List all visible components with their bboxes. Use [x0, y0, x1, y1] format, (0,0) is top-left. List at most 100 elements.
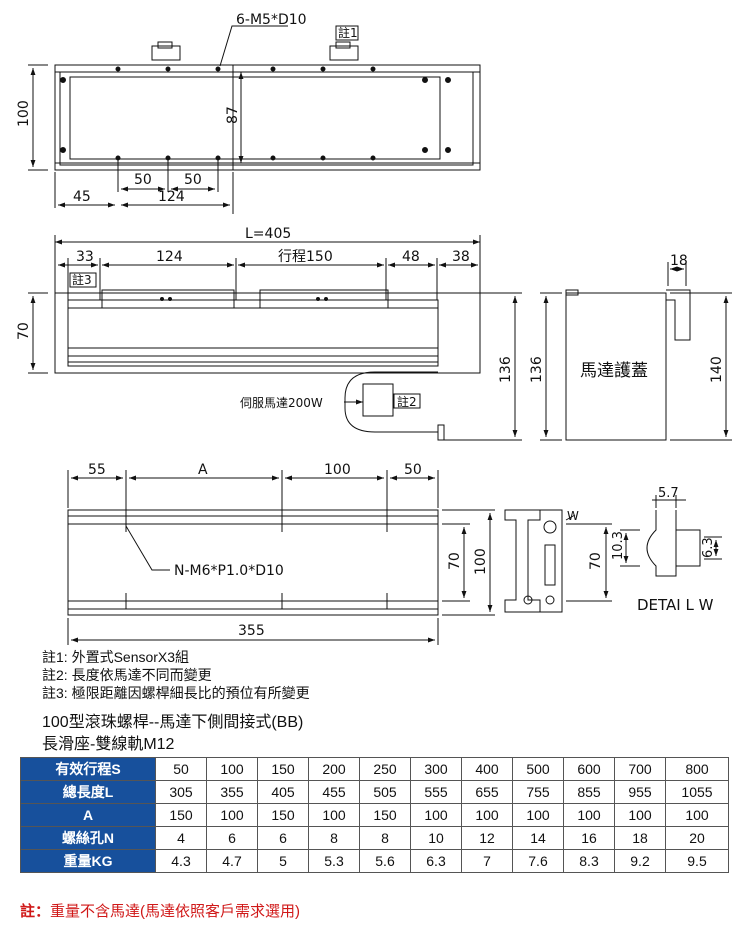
side-motor-height-dim: 136: [498, 356, 514, 383]
spec-cell: 355: [206, 780, 258, 804]
top-inner-height-dim: 87: [225, 106, 241, 124]
subtitle-variant: 長滑座-雙線軌M12: [42, 736, 175, 753]
side-total-length: L=405: [245, 226, 291, 242]
note-3: 註3: 極限距離因螺桿細長比的預位有所變更: [42, 685, 310, 701]
spec-cell: 12: [461, 826, 513, 850]
spec-cell: 150: [155, 803, 207, 827]
spec-cell: 20: [665, 826, 729, 850]
spec-cell: 4: [155, 826, 207, 850]
spec-cell: 8: [359, 826, 411, 850]
end-view: [540, 262, 732, 441]
spec-cell: 755: [512, 780, 564, 804]
notes: 註1: 外置式SensorX3組 註2: 長度依馬達不同而變更 註3: 極限距離…: [42, 648, 310, 702]
spec-row-header: 有效行程S: [20, 757, 156, 781]
spec-cell: 100: [410, 803, 462, 827]
spec-cell: 600: [563, 757, 615, 781]
spec-cell: 7.6: [512, 849, 564, 873]
side-note-tag: 註3: [72, 273, 92, 287]
top-offset: 45: [73, 189, 91, 205]
spec-cell: 1055: [665, 780, 729, 804]
spec-cell: 8: [308, 826, 360, 850]
spec-cell: 14: [512, 826, 564, 850]
motor-label: 伺服馬達200W: [240, 396, 323, 410]
note-1: 註1: 外置式SensorX3組: [42, 649, 190, 665]
top-view: [28, 25, 481, 214]
bottom-hole-callout: N-M6*P1.0*D10: [174, 563, 284, 579]
spec-cell: 18: [614, 826, 666, 850]
end-top-width: 18: [670, 253, 688, 269]
spec-cell: 700: [614, 757, 666, 781]
spec-cell: 300: [410, 757, 462, 781]
spec-cell: 8.3: [563, 849, 615, 873]
spec-cell: 100: [665, 803, 729, 827]
spec-cell: 5: [257, 849, 309, 873]
spec-cell: 4.7: [206, 849, 258, 873]
detail-view: [620, 495, 722, 577]
spec-cell: 455: [308, 780, 360, 804]
spec-cell: 5.6: [359, 849, 411, 873]
side-view: [28, 235, 522, 441]
bottom-length: 355: [238, 623, 265, 639]
spec-cell: 7: [461, 849, 513, 873]
spec-cell: 400: [461, 757, 513, 781]
spec-cell: 150: [359, 803, 411, 827]
top-pitch-2: 50: [184, 172, 202, 188]
footnote: 註：重量不含馬達(馬達依照客戶需求選用): [20, 900, 300, 921]
top-height-dim: 100: [16, 100, 32, 127]
profile-view: [504, 509, 612, 613]
spec-cell: 100: [206, 803, 258, 827]
spec-cell: 150: [257, 803, 309, 827]
top-note-tag: 註1: [338, 26, 358, 40]
note-2: 註2: 長度依馬達不同而變更: [42, 667, 212, 683]
side-dim-right2: 38: [452, 249, 470, 265]
side-height-dim: 70: [16, 322, 32, 340]
spec-cell: 305: [155, 780, 207, 804]
subtitle-model: 100型滾珠螺桿--馬達下側間接式(BB): [42, 714, 304, 731]
spec-cell: 655: [461, 780, 513, 804]
top-hole-callout: 6-M5*D10: [236, 12, 307, 28]
side-dim-right1: 48: [402, 249, 420, 265]
spec-cell: 150: [257, 757, 309, 781]
bottom-view: [67, 470, 495, 645]
spec-cell: 5.3: [308, 849, 360, 873]
bottom-dim-a: A: [198, 462, 208, 478]
side-dim-stroke: 行程150: [278, 249, 333, 265]
bottom-dim-50: 50: [404, 462, 422, 478]
spec-cell: 10: [410, 826, 462, 850]
top-pitch-1: 50: [134, 172, 152, 188]
spec-row-header: 重量KG: [20, 849, 156, 873]
spec-row-header: 螺絲孔N: [20, 826, 156, 850]
spec-cell: 405: [257, 780, 309, 804]
spec-cell: 100: [461, 803, 513, 827]
spec-cell: 4.3: [155, 849, 207, 873]
spec-row-header: A: [20, 803, 156, 827]
footnote-label: 註：: [20, 903, 51, 920]
footnote-text: 重量不含馬達(馬達依照客戶需求選用): [50, 903, 301, 920]
side-dim-left: 33: [76, 249, 94, 265]
spec-cell: 6: [206, 826, 258, 850]
spec-cell: 200: [308, 757, 360, 781]
spec-cell: 100: [563, 803, 615, 827]
spec-cell: 6.3: [410, 849, 462, 873]
technical-drawing: 6-M5*D10 註1 100 87 50 50 45 124 L=405 33…: [16, 12, 732, 645]
detail-height-right: 6.3: [701, 537, 716, 558]
bottom-dim-100: 100: [324, 462, 351, 478]
end-height-right: 140: [709, 356, 725, 383]
bottom-height-100: 100: [473, 548, 489, 575]
bottom-height-70: 70: [447, 552, 463, 570]
spec-cell: 100: [308, 803, 360, 827]
spec-cell: 800: [665, 757, 729, 781]
profile-height: 70: [588, 552, 604, 570]
spec-cell: 100: [614, 803, 666, 827]
spec-cell: 50: [155, 757, 207, 781]
bottom-dim-55: 55: [88, 462, 106, 478]
spec-cell: 100: [512, 803, 564, 827]
spec-cell: 9.5: [665, 849, 729, 873]
spec-cell: 9.2: [614, 849, 666, 873]
end-height-left: 136: [529, 356, 545, 383]
